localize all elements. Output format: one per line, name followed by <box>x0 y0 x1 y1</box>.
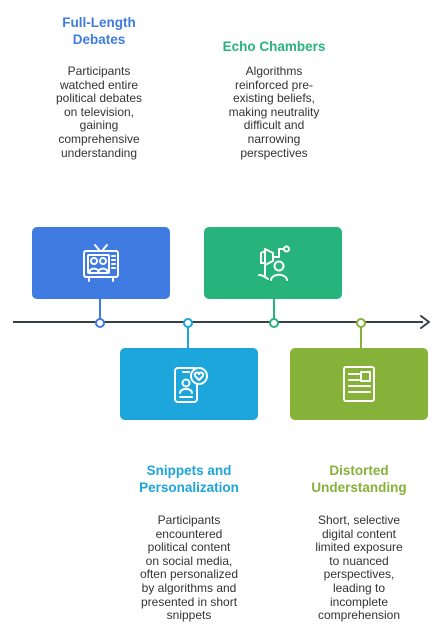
step-2-title: Echo Chambers <box>205 38 343 55</box>
step-1-title-line-2: Debates <box>72 32 126 47</box>
timeline-axis <box>13 321 423 323</box>
step-2-card <box>204 227 342 299</box>
step-3-card <box>120 348 258 420</box>
step-4-title: Distorted Understanding <box>288 462 430 496</box>
step-2-title-line-1: Echo Chambers <box>222 39 326 54</box>
tv-icon <box>83 244 119 282</box>
step-4-connector <box>360 323 362 348</box>
step-4-title-line-1: Distorted <box>329 463 389 478</box>
step-1-card <box>32 227 170 299</box>
step-4-description: Short, selective digital content limited… <box>315 513 403 623</box>
step-1-title-line-1: Full-Length <box>62 15 136 30</box>
step-3-description: Participants encountered political conte… <box>139 513 239 623</box>
step-3-node <box>183 318 193 328</box>
step-4-node <box>356 318 366 328</box>
step-1-connector <box>99 299 101 321</box>
step-3-title-line-1: Snippets and <box>146 463 232 478</box>
step-3-title: Snippets and Personalization <box>110 462 268 496</box>
step-2-description: Algorithms reinforced pre- existing beli… <box>228 64 320 160</box>
step-4-card <box>290 348 428 420</box>
step-3-connector <box>187 323 189 348</box>
step-1-description: Participants watched entire political de… <box>55 64 143 160</box>
step-3-title-line-2: Personalization <box>139 480 239 495</box>
document-icon <box>343 366 375 402</box>
echo-chamber-icon <box>258 245 290 281</box>
step-2-node <box>269 318 279 328</box>
step-1-node <box>95 318 105 328</box>
step-1-title: Full-Length Debates <box>30 14 168 48</box>
phone-heart-icon <box>174 367 208 403</box>
step-2-connector <box>273 299 275 321</box>
step-4-title-line-2: Understanding <box>311 480 407 495</box>
timeline-arrow-icon <box>420 315 430 329</box>
